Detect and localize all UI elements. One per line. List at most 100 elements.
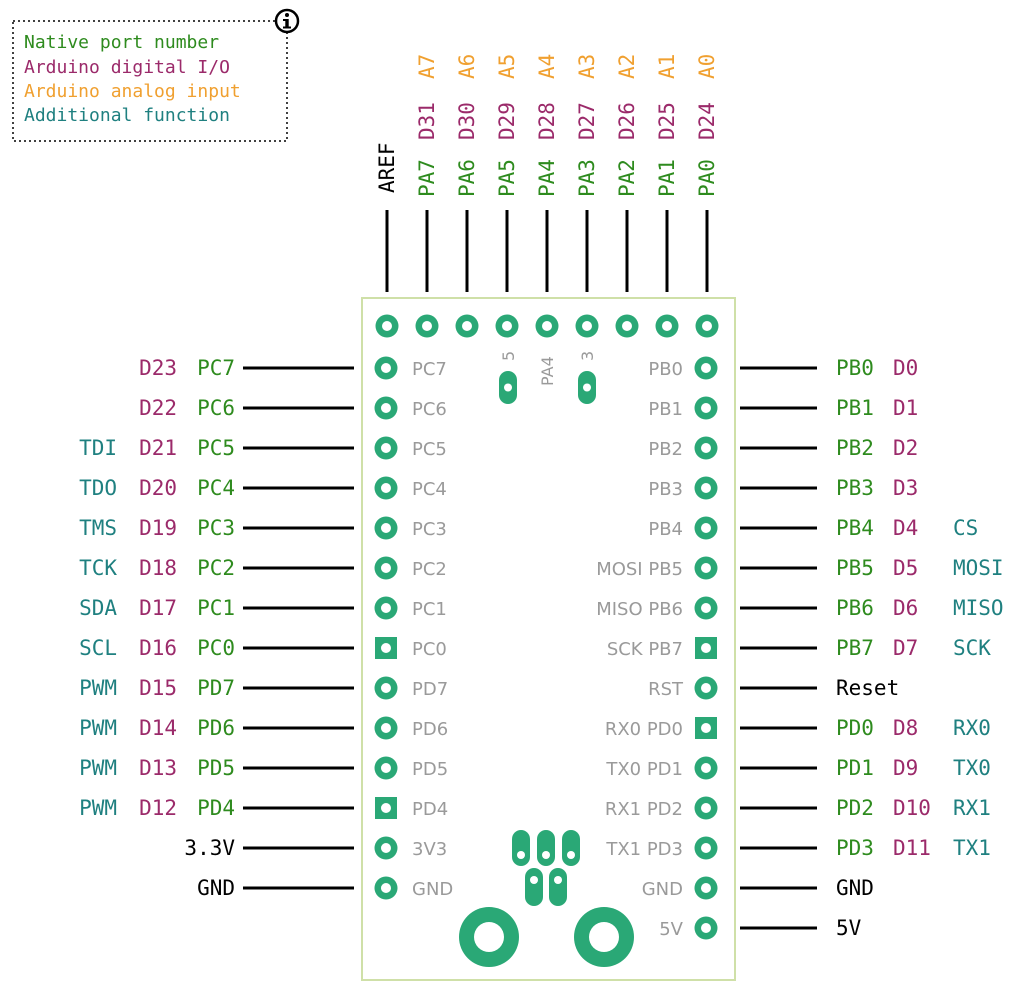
- left-digital-label: D12: [139, 796, 177, 820]
- left-port-label: PC1: [197, 596, 235, 620]
- top-analog-label: A1: [655, 54, 679, 79]
- left-pad: [374, 836, 398, 860]
- right-silk-label: PB0: [648, 359, 683, 380]
- top-pad: [655, 314, 679, 338]
- right-pad: [694, 396, 718, 420]
- left-digital-label: D23: [139, 356, 177, 380]
- left-extra-label: SCL: [79, 636, 117, 660]
- right-extra-label: MOSI: [953, 556, 1004, 580]
- top-port-label: PA2: [615, 159, 639, 197]
- right-pad: [694, 596, 718, 620]
- right-digital-label: D7: [893, 636, 918, 660]
- left-silk-label: 3V3: [412, 839, 447, 860]
- top-digital-label: D26: [615, 102, 639, 140]
- right-pad: [694, 916, 718, 940]
- left-pad: [375, 797, 397, 819]
- right-pad: [694, 796, 718, 820]
- left-extra-label: PWM: [79, 796, 117, 820]
- top-port-label: PA4: [535, 159, 559, 197]
- top-digital-label: D28: [535, 102, 559, 140]
- left-silk-label: PC1: [412, 599, 447, 620]
- right-pad: [694, 556, 718, 580]
- jumper-3-label: 3: [578, 351, 597, 361]
- aref-pad: [375, 314, 399, 338]
- right-digital-label: D1: [893, 396, 918, 420]
- right-plain-label: 5V: [836, 916, 862, 940]
- right-port-label: PB7: [836, 636, 874, 660]
- right-extra-label: MISO: [953, 596, 1004, 620]
- right-silk-label: RST: [648, 679, 684, 700]
- right-digital-label: D9: [893, 756, 918, 780]
- top-analog-label: A5: [495, 54, 519, 79]
- top-pad: [455, 314, 479, 338]
- left-silk-label: PC6: [412, 399, 447, 420]
- left-pad: [374, 516, 398, 540]
- left-pad: [374, 436, 398, 460]
- top-analog-label: A4: [535, 54, 559, 79]
- right-silk-label: PB2: [648, 439, 683, 460]
- left-extra-label: TDI: [79, 436, 117, 460]
- left-port-label: PC5: [197, 436, 235, 460]
- top-analog-label: A6: [455, 54, 479, 79]
- left-port-label: PC7: [197, 356, 235, 380]
- left-extra-label: TMS: [79, 516, 117, 540]
- right-port-label: PD1: [836, 756, 874, 780]
- right-silk-label: PB4: [648, 519, 683, 540]
- info-icon[interactable]: [274, 8, 300, 34]
- right-port-label: PD2: [836, 796, 874, 820]
- left-port-label: PD7: [197, 676, 235, 700]
- left-extra-label: TDO: [79, 476, 117, 500]
- top-pad: [575, 314, 599, 338]
- right-digital-label: D10: [893, 796, 931, 820]
- right-digital-label: D8: [893, 716, 918, 740]
- board-outline: [361, 297, 736, 981]
- left-port-label: PC0: [197, 636, 235, 660]
- right-port-label: PB0: [836, 356, 874, 380]
- left-pad: [374, 596, 398, 620]
- left-silk-label: PC7: [412, 359, 447, 380]
- legend-box: [12, 20, 288, 142]
- right-extra-label: RX1: [953, 796, 991, 820]
- left-silk-label: PC5: [412, 439, 447, 460]
- top-digital-label: D27: [575, 102, 599, 140]
- left-pad: [374, 676, 398, 700]
- right-port-label: PB1: [836, 396, 874, 420]
- left-header: PC7PC7D23PC6PC6D22PC5PC5D21TDIPC4PC4D20T…: [79, 356, 453, 900]
- right-port-label: PB6: [836, 596, 874, 620]
- left-digital-label: D18: [139, 556, 177, 580]
- right-pad: [694, 516, 718, 540]
- right-extra-label: TX0: [953, 756, 991, 780]
- left-digital-label: D21: [139, 436, 177, 460]
- left-digital-label: D19: [139, 516, 177, 540]
- left-extra-label: TCK: [79, 556, 117, 580]
- right-digital-label: D0: [893, 356, 918, 380]
- top-pad: [495, 314, 519, 338]
- right-extra-label: RX0: [953, 716, 991, 740]
- left-pad: [374, 716, 398, 740]
- right-extra-label: TX1: [953, 836, 991, 860]
- left-silk-label: PC4: [412, 479, 447, 500]
- right-port-label: PD0: [836, 716, 874, 740]
- left-extra-label: PWM: [79, 676, 117, 700]
- left-plain-label: 3.3V: [184, 836, 235, 860]
- jumper-pads: 5 PA4 3: [499, 351, 597, 404]
- top-pad: [695, 314, 719, 338]
- right-plain-label: GND: [836, 876, 874, 900]
- right-port-label: PD3: [836, 836, 874, 860]
- left-silk-label: PC3: [412, 519, 447, 540]
- top-analog-label: A0: [695, 54, 719, 79]
- right-pad: [694, 436, 718, 460]
- left-pad: [374, 476, 398, 500]
- left-digital-label: D17: [139, 596, 177, 620]
- right-silk-label: PB3: [648, 479, 683, 500]
- right-digital-label: D5: [893, 556, 918, 580]
- right-port-label: PB4: [836, 516, 874, 540]
- right-silk-label: PB1: [648, 399, 683, 420]
- right-digital-label: D3: [893, 476, 918, 500]
- right-pad: [695, 637, 717, 659]
- right-pad: [694, 876, 718, 900]
- left-plain-label: GND: [197, 876, 235, 900]
- left-digital-label: D20: [139, 476, 177, 500]
- right-silk-label: GND: [642, 879, 683, 900]
- right-plain-label: Reset: [836, 676, 899, 700]
